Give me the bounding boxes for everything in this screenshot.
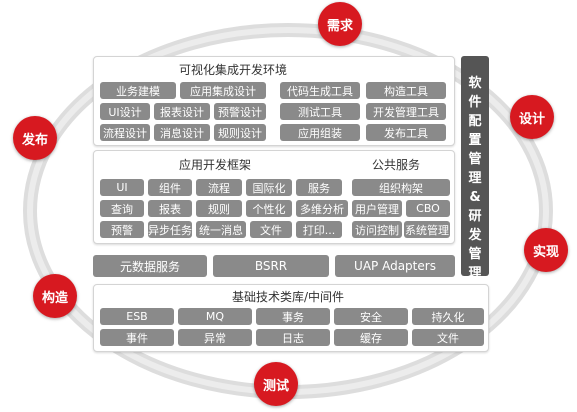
config-management-label: 软件配置管理&研发管理 <box>468 76 482 281</box>
public-services-title: 公共服务 <box>372 158 421 172</box>
chip-user-management: 用户管理 <box>352 200 402 217</box>
chip-ui-design: UI设计 <box>100 103 150 120</box>
chip-alert: 预警 <box>100 221 144 238</box>
base-library-title: 基础技术类库/中间件 <box>232 290 345 304</box>
base-library-panel: 基础技术类库/中间件 ESB MQ 事务 安全 持久化 事件 异常 日志 缓存 … <box>93 284 489 352</box>
chip-report-design: 报表设计 <box>154 103 210 120</box>
chip-app-integration-design: 应用集成设计 <box>180 82 266 99</box>
visual-ide-title: 可视化集成开发环境 <box>179 63 288 77</box>
chip-ui: UI <box>100 179 144 196</box>
chip-file: 文件 <box>250 221 292 238</box>
chip-alert-design: 预警设计 <box>214 103 266 120</box>
chip-print: 打印... <box>296 221 342 238</box>
chip-codegen-tool: 代码生成工具 <box>280 82 360 99</box>
chip-olap: 多维分析 <box>296 200 348 217</box>
chip-release-tool: 发布工具 <box>366 124 446 141</box>
chip-flow-design: 流程设计 <box>100 124 150 141</box>
chip-event: 事件 <box>100 329 174 346</box>
chip-exception: 异常 <box>178 329 252 346</box>
chip-transaction: 事务 <box>256 308 330 325</box>
chip-personalization: 个性化 <box>246 200 292 217</box>
chip-dev-management-tool: 开发管理工具 <box>366 103 446 120</box>
chip-report: 报表 <box>148 200 192 217</box>
chip-rule-design: 规则设计 <box>214 124 266 141</box>
bar-uap-adapters: UAP Adapters <box>335 255 455 277</box>
chip-org-structure: 组织构架 <box>352 179 450 196</box>
chip-cbo: CBO <box>406 200 450 217</box>
bar-bsrr: BSRR <box>213 255 329 277</box>
chip-process: 流程 <box>196 179 242 196</box>
chip-async-task: 异步任务 <box>148 221 192 238</box>
chip-business-modeling: 业务建模 <box>100 82 176 99</box>
framework-panel: 应用开发框架 公共服务 UI 组件 流程 国际化 服务 查询 报表 规则 个性化… <box>93 150 455 244</box>
chip-persistence: 持久化 <box>412 308 484 325</box>
chip-security: 安全 <box>334 308 408 325</box>
badge-design: 设计 <box>510 95 554 139</box>
badge-release: 发布 <box>13 116 57 160</box>
config-management-side-panel: 软件配置管理&研发管理 <box>461 56 489 281</box>
chip-access-control: 访问控制 <box>352 221 402 238</box>
chip-esb: ESB <box>100 308 174 325</box>
chip-log: 日志 <box>256 329 330 346</box>
visual-ide-panel: 可视化集成开发环境 业务建模 应用集成设计 UI设计 报表设计 预警设计 流程设… <box>93 56 455 146</box>
badge-build: 构造 <box>33 274 77 318</box>
chip-system-management: 系统管理 <box>404 221 450 238</box>
chip-cache: 缓存 <box>334 329 408 346</box>
badge-testing: 测试 <box>254 362 298 406</box>
chip-component: 组件 <box>148 179 192 196</box>
badge-requirements: 需求 <box>318 2 362 46</box>
chip-service: 服务 <box>296 179 342 196</box>
chip-i18n: 国际化 <box>246 179 292 196</box>
chip-unified-message: 统一消息 <box>196 221 246 238</box>
chip-test-tool: 测试工具 <box>280 103 360 120</box>
badge-implementation: 实现 <box>524 228 568 272</box>
app-framework-title: 应用开发框架 <box>179 158 252 172</box>
chip-rule: 规则 <box>196 200 242 217</box>
chip-build-tool: 构造工具 <box>366 82 446 99</box>
chip-mq: MQ <box>178 308 252 325</box>
bar-metadata-service: 元数据服务 <box>93 255 207 277</box>
chip-message-design: 消息设计 <box>154 124 210 141</box>
chip-query: 查询 <box>100 200 144 217</box>
chip-app-assembly: 应用组装 <box>280 124 360 141</box>
chip-base-file: 文件 <box>412 329 484 346</box>
